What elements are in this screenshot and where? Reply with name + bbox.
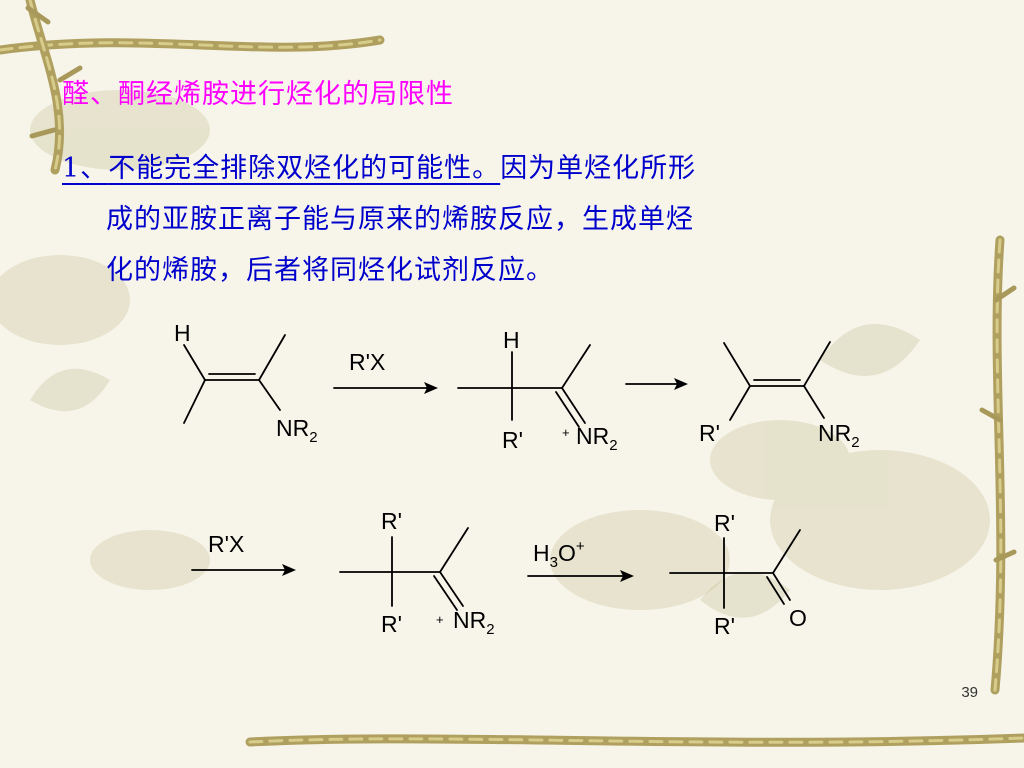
dialkyl-double-bond-b xyxy=(433,575,458,611)
enamine-nr-label: NR2 xyxy=(276,415,318,446)
enamine2-bond-r xyxy=(729,385,751,421)
reagent-rx-label-2: R'X xyxy=(208,531,244,557)
reagent-rx-label-1: R'X xyxy=(349,349,385,375)
hydronium-label: H3O+ xyxy=(533,538,585,571)
enamine-bond-methyl xyxy=(258,334,286,381)
enamine-bond-n xyxy=(258,379,281,411)
ketone-double-bond-a xyxy=(772,572,791,601)
dialkyl-bond-methyl xyxy=(439,527,469,573)
enamine2-bond-methyl-right xyxy=(803,341,831,387)
ketone-double-bond-b xyxy=(766,576,785,605)
iminium-nr-label: NR2 xyxy=(576,423,618,454)
point-heading: 不能完全排除双烃化的可能性。 xyxy=(108,153,501,184)
point-one-paragraph: 1、不能完全排除双烃化的可能性。因为单烃化所形 成的亚胺正离子能与原来的烯胺反应… xyxy=(62,143,962,296)
dialkyl-nr-label: NR2 xyxy=(453,607,495,638)
ketone-bond-methyl xyxy=(772,529,801,574)
enamine2-bond-methyl-left xyxy=(723,342,751,387)
point-number: 1、 xyxy=(62,153,109,184)
iminium-double-bond-b xyxy=(555,391,580,428)
slide-title: 醛、酮经烯胺进行烃化的局限性 xyxy=(62,79,454,110)
ketone-r-bottom-label: R' xyxy=(714,613,735,639)
point-line-1: 1、不能完全排除双烃化的可能性。因为单烃化所形 xyxy=(62,143,962,194)
arrow-one-head xyxy=(424,382,438,394)
dialkyl-r-bottom-label: R' xyxy=(381,611,402,637)
arrow-four-head xyxy=(620,570,634,582)
page-number: 39 xyxy=(961,684,978,701)
dialkyl-plus-charge: + xyxy=(436,612,444,627)
enamine-h-label: H xyxy=(174,320,191,346)
enamine-bond-h xyxy=(183,344,206,381)
dialkyl-double-bond-a xyxy=(439,571,464,607)
point-text-line-3: 化的烯胺，后者将同烃化试剂反应。 xyxy=(106,255,554,286)
enamine-bond-left xyxy=(183,379,206,424)
ketone-o-label: O xyxy=(789,605,807,631)
iminium-h-label: H xyxy=(503,327,520,353)
dialkyl-r-top-label: R' xyxy=(381,508,402,534)
iminium-plus-charge: + xyxy=(562,425,570,440)
arrow-two-head xyxy=(674,378,688,390)
enamine2-bond-n xyxy=(803,385,825,419)
arrow-three-head xyxy=(282,564,296,576)
enamine2-nr-label: NR2 xyxy=(818,420,860,451)
iminium-bond-methyl xyxy=(561,344,591,389)
enamine2-r-label: R' xyxy=(699,420,720,446)
iminium-double-bond-a xyxy=(561,387,586,424)
point-text-line-2: 成的亚胺正离子能与原来的烯胺反应，生成单烃 xyxy=(106,204,694,235)
point-text-line-1: 因为单烃化所形 xyxy=(500,153,697,184)
iminium-r-label: R' xyxy=(502,427,523,453)
ketone-r-top-label: R' xyxy=(714,510,735,536)
